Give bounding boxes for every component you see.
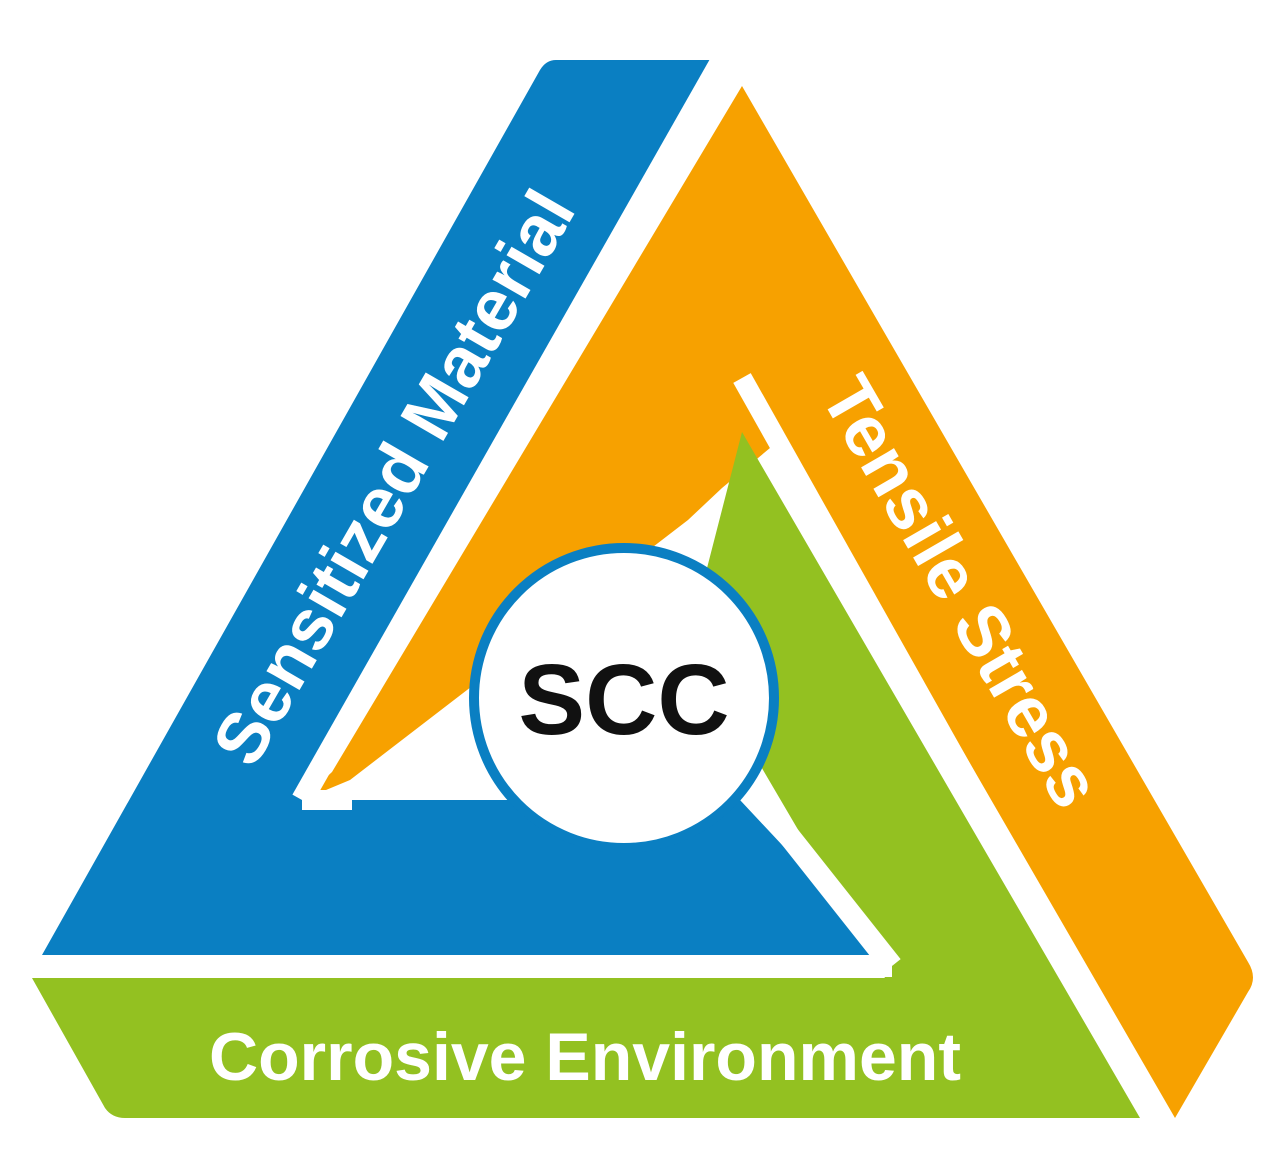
tensile-stress-band [302, 86, 1253, 1118]
separator-orange-green [733, 373, 1169, 1127]
corrosive-environment-label: Corrosive Environment [209, 1019, 961, 1095]
scc-center-label: SCC [518, 644, 729, 756]
separator-green-inner [761, 805, 901, 973]
corrosive-environment-band [32, 432, 1140, 1118]
scc-center-circle [469, 543, 779, 853]
separator-blue-orange [292, 54, 732, 806]
